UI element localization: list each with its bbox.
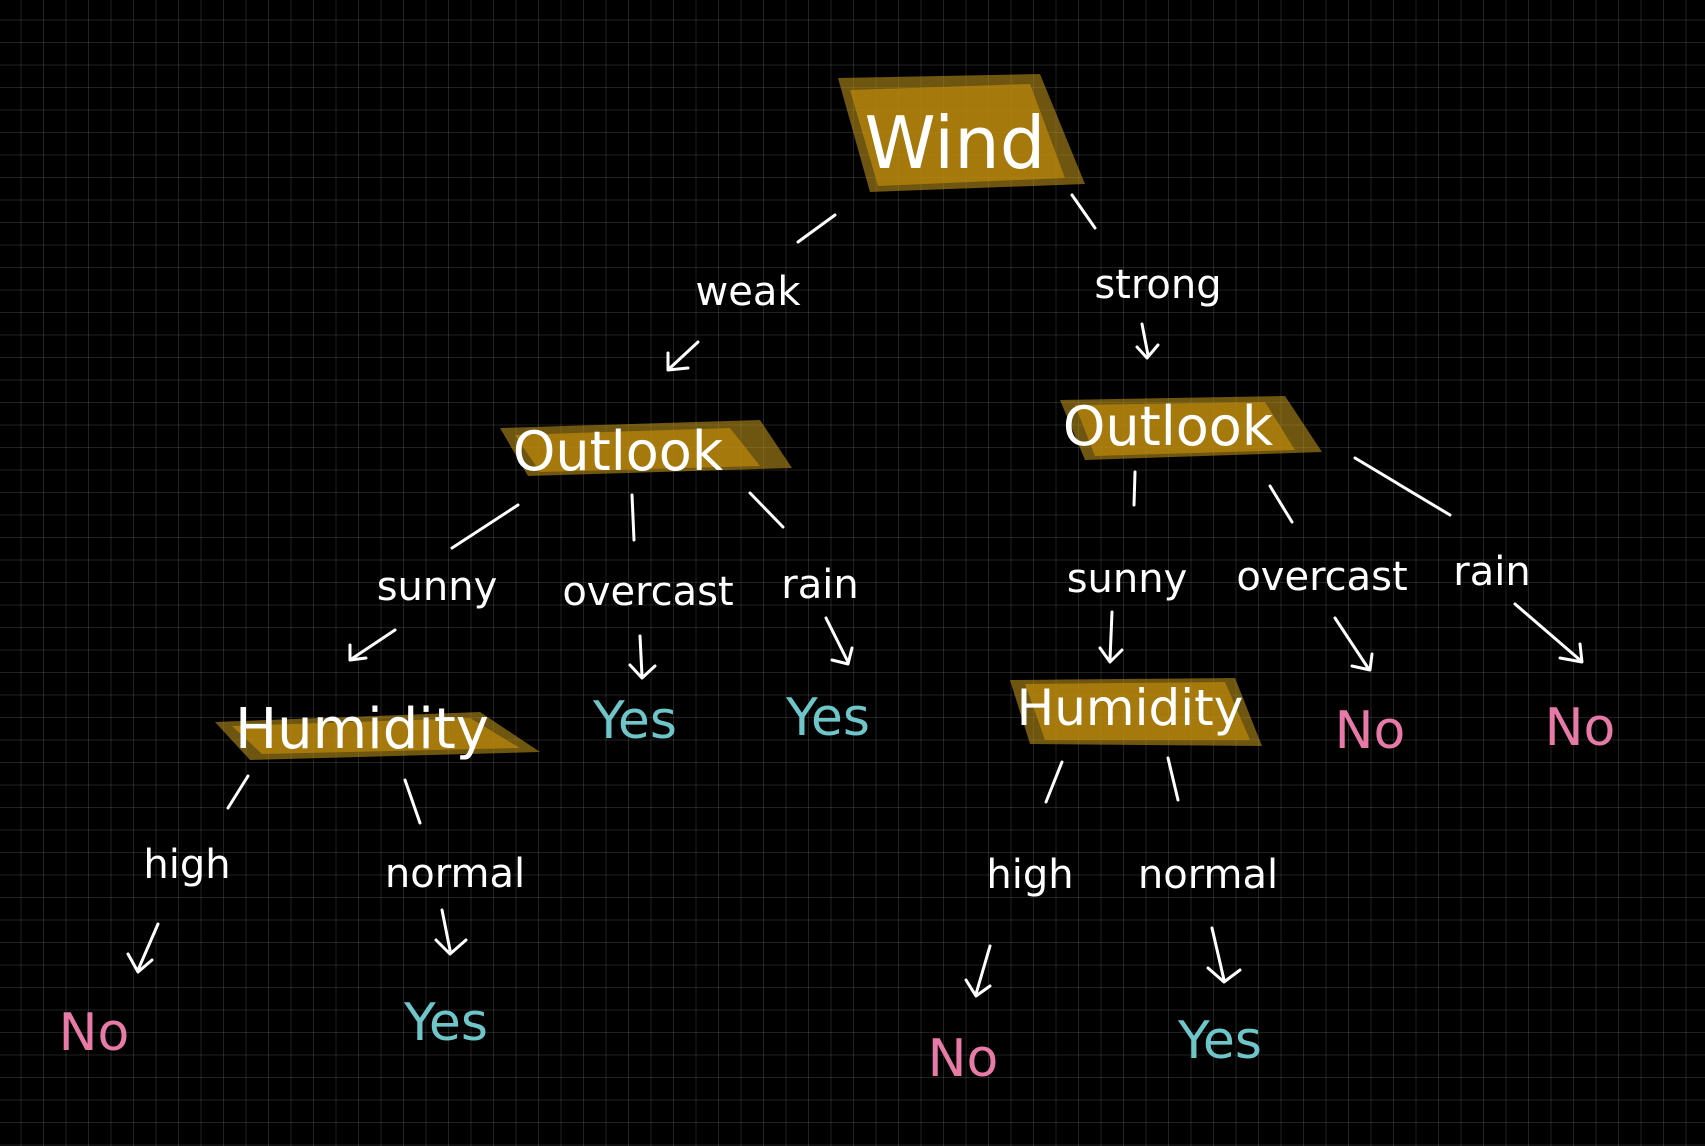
edge-label-sunny-strong: sunny bbox=[1067, 556, 1188, 602]
edge-outlook-weak-rain bbox=[748, 491, 785, 529]
edge-label-normal-weak: normal bbox=[385, 851, 525, 897]
arrow-overcast-no-strong bbox=[1333, 616, 1374, 672]
node-highlight-humidity-weak bbox=[215, 712, 540, 760]
edge-humidity-weak-normal bbox=[403, 778, 422, 825]
edge-label-rain-weak: rain bbox=[781, 562, 858, 608]
leaf-yes-strong-normal: Yes bbox=[1177, 1011, 1262, 1071]
edge-humidity-strong-high bbox=[1044, 760, 1064, 804]
node-highlight-humidity-strong bbox=[1010, 678, 1262, 746]
leaf-no-strong-rain: No bbox=[1545, 698, 1616, 758]
node-highlight-outlook-strong bbox=[1060, 396, 1322, 460]
arrow-overcast-yes-weak bbox=[628, 634, 657, 680]
leaf-yes-weak-overcast: Yes bbox=[592, 691, 677, 751]
node-outlook-strong-label: Outlook bbox=[1063, 395, 1274, 458]
arrow-weak-outlook bbox=[666, 340, 700, 372]
edge-outlook-strong-overcast bbox=[1268, 484, 1294, 524]
leaf-yes-weak-rain: Yes bbox=[785, 688, 870, 748]
edge-label-weak: weak bbox=[696, 269, 802, 315]
edge-outlook-weak-sunny bbox=[450, 503, 520, 550]
node-highlight-wind bbox=[838, 74, 1085, 192]
edge-root-weak bbox=[796, 213, 837, 244]
edge-humidity-weak-high bbox=[226, 774, 250, 810]
node-wind-label: Wind bbox=[865, 101, 1046, 185]
leaf-no-strong-high: No bbox=[928, 1029, 999, 1089]
arrow-sunny-humidity-weak bbox=[348, 628, 397, 662]
arrow-sunny-humidity-strong bbox=[1098, 610, 1124, 664]
edge-outlook-strong-sunny bbox=[1132, 470, 1137, 507]
node-humidity-weak-label: Humidity bbox=[235, 697, 489, 762]
edge-root-strong bbox=[1070, 193, 1097, 230]
leaf-no-weak-high: No bbox=[59, 1003, 130, 1063]
edge-label-sunny-weak: sunny bbox=[377, 564, 498, 610]
arrow-high-no-strong bbox=[964, 944, 992, 998]
edge-label-overcast-weak: overcast bbox=[562, 569, 733, 615]
node-highlight-outlook-weak bbox=[500, 420, 792, 476]
arrow-strong-outlook bbox=[1135, 322, 1160, 360]
edge-label-overcast-strong: overcast bbox=[1236, 554, 1407, 600]
edge-label-high-strong: high bbox=[986, 852, 1073, 898]
edges bbox=[126, 193, 1584, 998]
arrow-normal-yes-weak bbox=[434, 908, 468, 956]
edge-outlook-strong-rain bbox=[1353, 456, 1452, 517]
leaf-no-strong-overcast: No bbox=[1335, 701, 1406, 761]
edge-label-normal-strong: normal bbox=[1138, 852, 1278, 898]
arrow-rain-yes-weak bbox=[824, 616, 854, 666]
leaf-yes-weak-normal: Yes bbox=[403, 993, 488, 1053]
edge-label-strong: strong bbox=[1094, 262, 1221, 308]
edge-outlook-weak-overcast bbox=[630, 493, 636, 542]
edge-humidity-strong-normal bbox=[1166, 756, 1180, 802]
arrow-normal-yes-strong bbox=[1206, 926, 1242, 984]
arrow-high-no-weak bbox=[126, 922, 160, 974]
edge-label-rain-strong: rain bbox=[1453, 549, 1530, 595]
edge-label-high-weak: high bbox=[143, 842, 230, 888]
node-outlook-weak-label: Outlook bbox=[513, 420, 724, 483]
node-humidity-strong-label: Humidity bbox=[1017, 679, 1244, 737]
arrow-rain-no-strong bbox=[1513, 602, 1584, 664]
